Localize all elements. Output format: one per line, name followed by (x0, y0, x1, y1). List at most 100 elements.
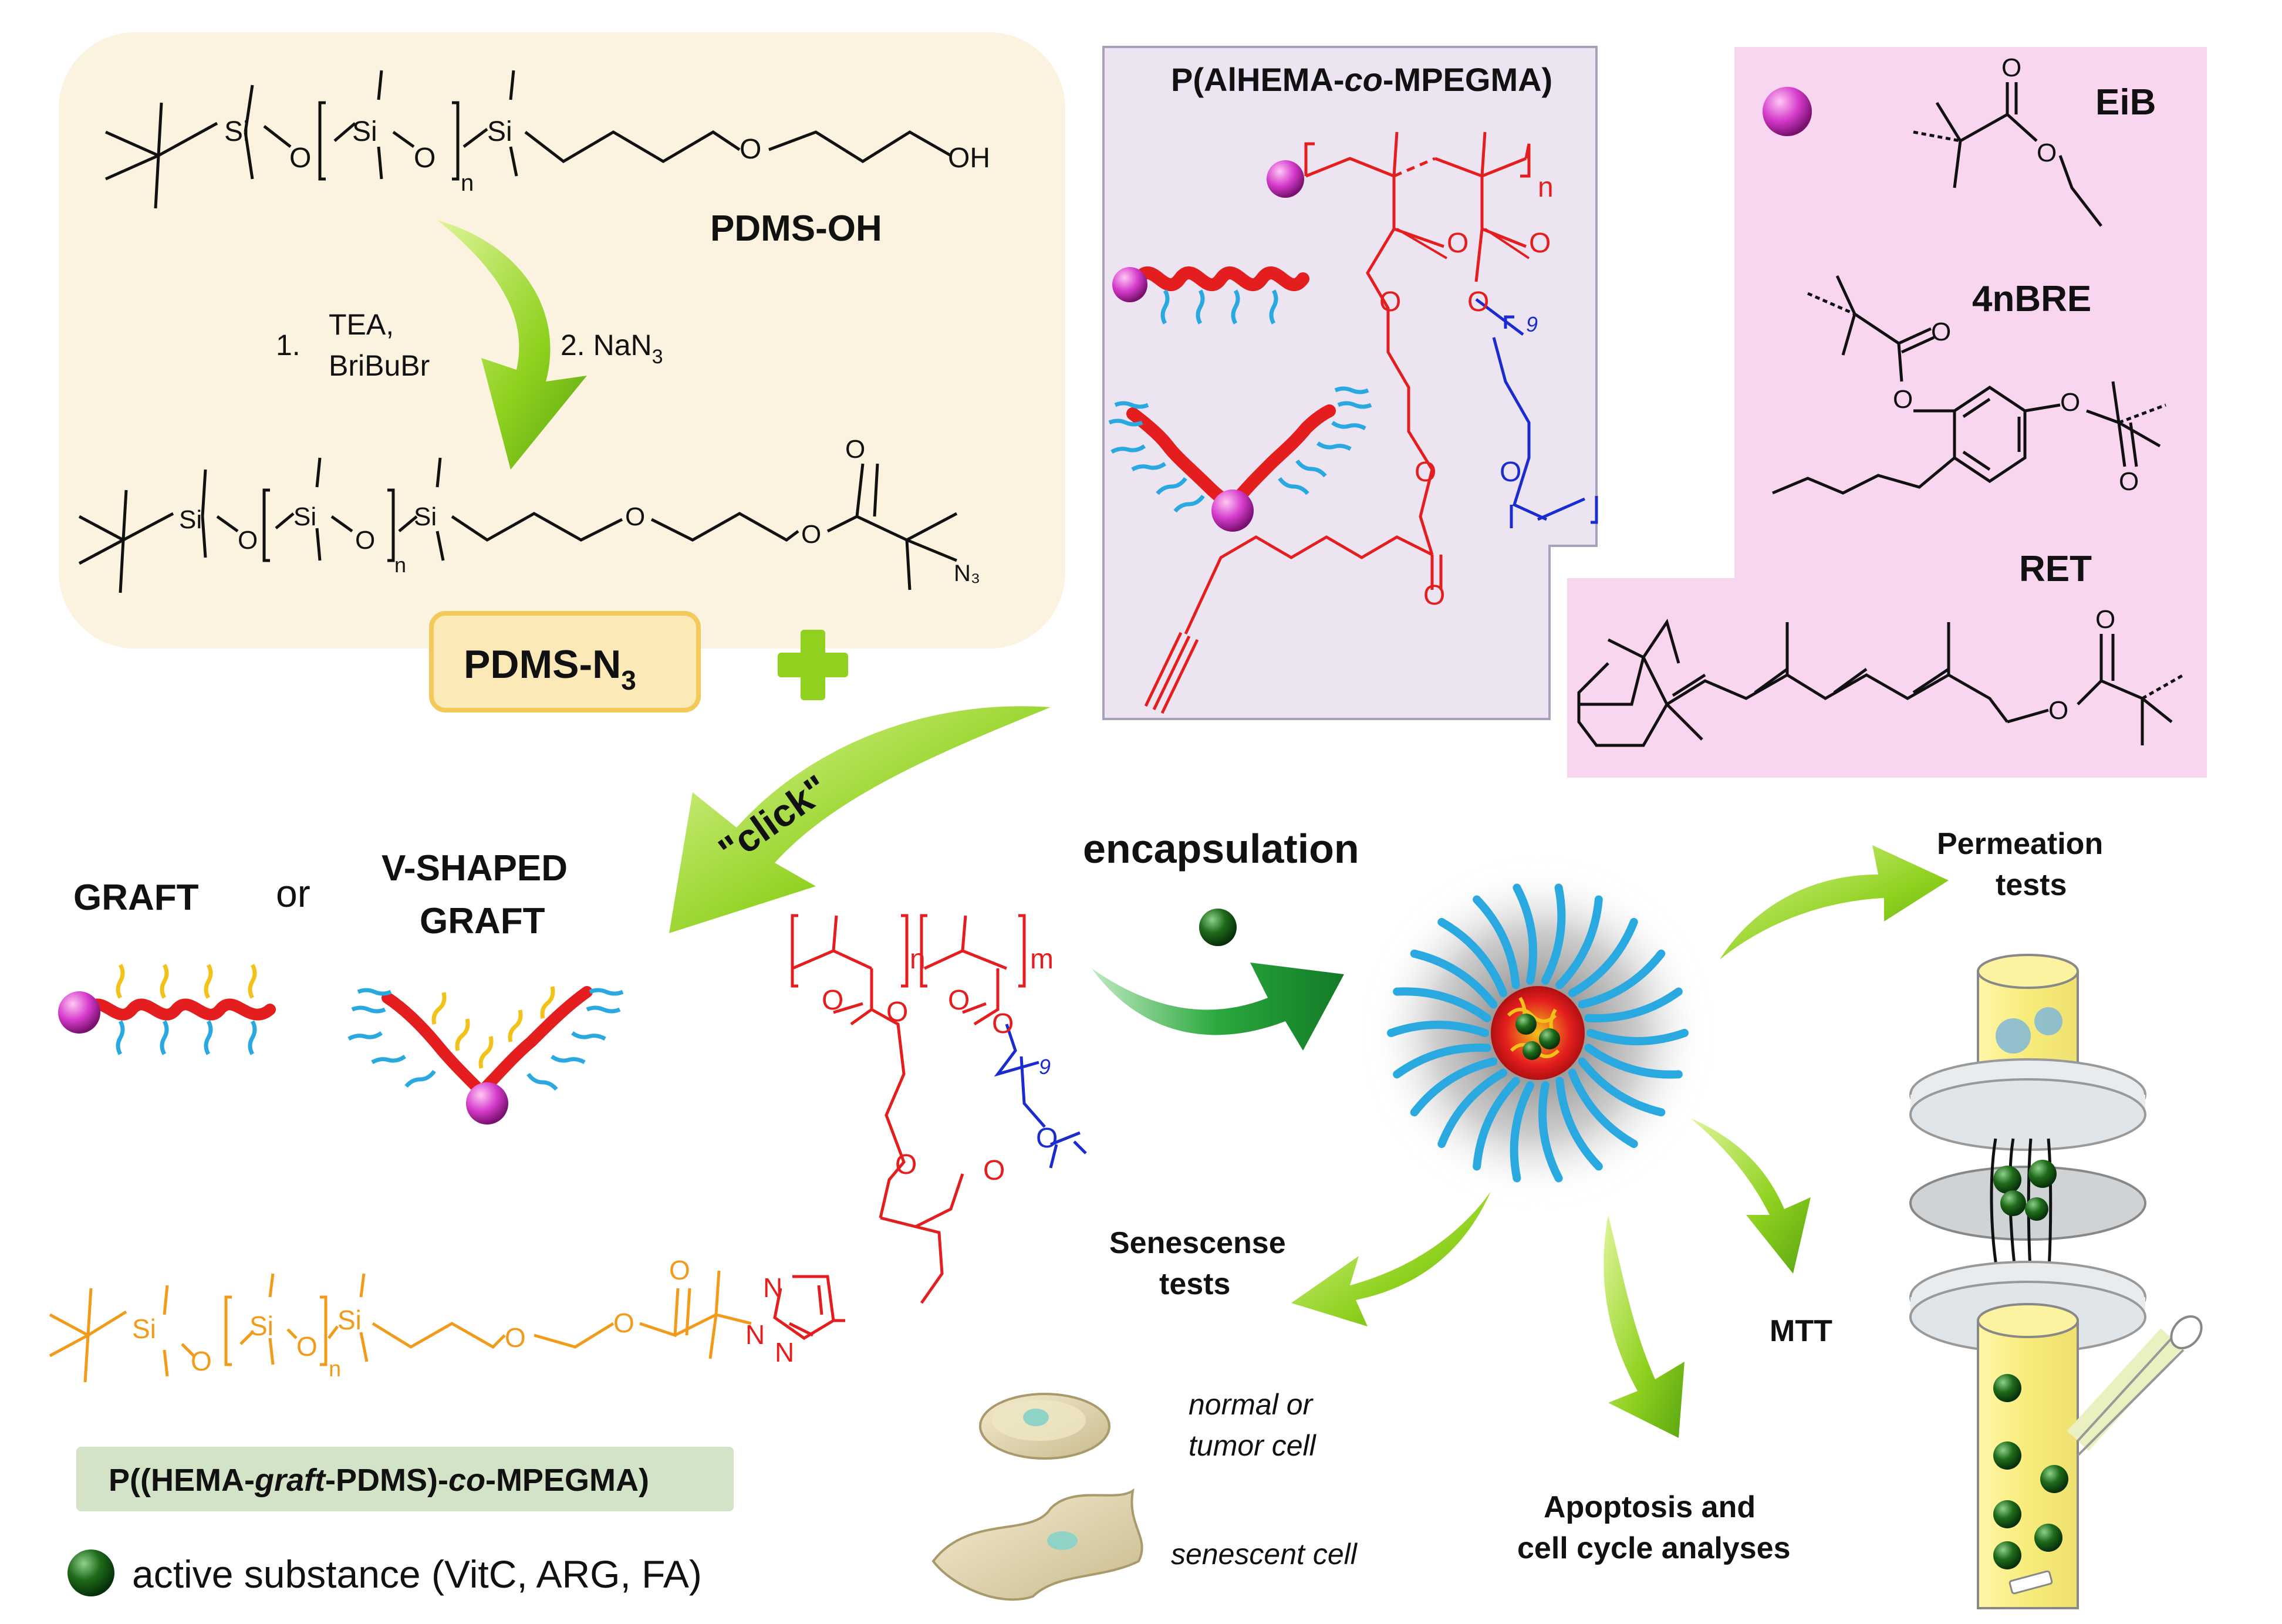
graft-si-3: Si (337, 1305, 362, 1335)
graft-o-5: O (669, 1255, 690, 1285)
step1-reagent-1: TEA, (329, 308, 394, 341)
fourbre-o-2: O (1893, 385, 1913, 414)
n-subscript-1: n (461, 170, 474, 196)
micelle-arm (1393, 1044, 1491, 1079)
step1-reagent-2: BriBuBr (329, 349, 430, 382)
micelle-arm (1513, 883, 1537, 985)
senescent-cell-label: senescent cell (1171, 1538, 1358, 1571)
micelle-arm (1437, 918, 1508, 997)
senescence-label-1: Senescense (1109, 1226, 1286, 1260)
pdms-panel (59, 32, 1065, 649)
o-label-8: O (845, 435, 865, 464)
si-label-4: Si (179, 505, 202, 534)
eib-sphere-icon (1763, 87, 1812, 136)
graft-polymer-cartoon (58, 964, 276, 1055)
polymer-title: P(AlHEMA-co-MPEGMA) (1171, 61, 1552, 98)
product-peg-structure (994, 1024, 1087, 1169)
product-name: P((HEMA-graft-PDMS)-co-MPEGMA) (109, 1463, 649, 1498)
polymer-backbone-structure (1144, 131, 1531, 714)
o-label-5: O (355, 526, 375, 555)
micelle-arm (1555, 1076, 1603, 1171)
reaction-arrow (437, 220, 587, 470)
product-o-4: O (983, 1155, 1005, 1186)
polymer-panel (1102, 46, 1598, 720)
polymer-o-label-4: O (1423, 580, 1445, 611)
or-label: or (276, 872, 310, 915)
o-label-7: O (801, 520, 821, 549)
eib-o-label-1: O (2001, 53, 2021, 82)
o-label-6: O (625, 502, 645, 531)
graft-si-1: Si (132, 1314, 156, 1344)
ret-structure (1577, 619, 2185, 747)
triazole-n-2: N (745, 1319, 765, 1350)
n3-label: N₃ (954, 561, 980, 586)
eib-o-label-2: O (2037, 139, 2057, 167)
fourbre-o-3: O (2060, 388, 2080, 417)
si-label-1: Si (224, 116, 249, 147)
active-substance-particle (1199, 909, 1237, 946)
polymer-o-label-5: O (1529, 228, 1551, 259)
graft-o-3: O (505, 1322, 526, 1353)
pdms-n3-name: PDMS-N3 (464, 642, 636, 695)
graft-o-4: O (613, 1308, 634, 1338)
v-shaped-label-1: V-SHAPED (382, 848, 568, 889)
mtt-arrow (1690, 1118, 1811, 1274)
fourbre-o-4: O (2119, 467, 2139, 496)
active-substance-legend-icon (67, 1549, 114, 1596)
polymer-o-label-6: O (1467, 286, 1489, 318)
encapsulation-label: encapsulation (1083, 826, 1359, 872)
micelle-arm (1568, 918, 1638, 997)
pdms-graft-structure (49, 1270, 752, 1383)
pdms-oh-structure (104, 70, 952, 209)
micelle-arm (1555, 895, 1603, 990)
o-label-1: O (289, 143, 311, 174)
micelle (1368, 863, 1708, 1203)
polymer-peg-structure (1475, 298, 1598, 528)
product-backbone-structure (791, 914, 1026, 1304)
micelle-arm (1410, 949, 1498, 1009)
polymer-nine-label: 9 (1526, 312, 1538, 336)
v-shaped-polymer-cartoon (1108, 386, 1372, 532)
v-shaped-graft-cartoon (347, 986, 624, 1125)
product-nine-label: 9 (1039, 1055, 1051, 1079)
micelle-arm (1393, 987, 1491, 1022)
o-label-2: O (414, 143, 436, 174)
micelle-arm (1541, 883, 1566, 985)
polymer-o-label-3: O (1415, 457, 1436, 488)
product-peg-o: O (1036, 1123, 1058, 1154)
pdms-n3-structure (78, 457, 958, 593)
active-substance-legend-label: active substance (VitC, ARG, FA) (132, 1552, 702, 1596)
plus-icon (778, 630, 848, 700)
micelle-arm (1473, 1076, 1520, 1171)
micelle-arm (1578, 1057, 1666, 1117)
graft-n-label: n (329, 1357, 341, 1382)
pdms-oh-name: PDMS-OH (710, 208, 882, 249)
fourbre-structure (1772, 275, 2166, 495)
click-arrow (669, 706, 1051, 933)
o-label-4: O (238, 526, 258, 555)
o-label-3: O (740, 134, 761, 165)
polymer-peg-o-label: O (1500, 457, 1521, 488)
product-o-6: O (992, 1008, 1014, 1039)
graft-o-1: O (191, 1346, 212, 1376)
polymer-n-label: n (1538, 172, 1554, 203)
micelle-arm (1584, 987, 1683, 1022)
product-name-box (76, 1447, 734, 1511)
micelle-arm (1473, 895, 1520, 990)
polymer-o-label-1: O (1447, 228, 1469, 259)
graft-o-2: O (296, 1331, 318, 1362)
permeation-label-2: tests (1996, 868, 2067, 902)
product-n-label: n (910, 944, 926, 975)
v-shaped-label-2: GRAFT (420, 901, 545, 941)
step1-number: 1. (276, 329, 301, 362)
si-label-3: Si (487, 116, 512, 147)
mtt-label: MTT (1770, 1314, 1832, 1348)
pdms-n3-box (429, 611, 701, 713)
micelle-arm (1584, 1044, 1683, 1079)
micelle-arm (1510, 1081, 1535, 1183)
fourbre-label: 4nBRE (1972, 279, 2091, 319)
permeation-arrow (1720, 845, 1949, 960)
fourbre-o-1: O (1931, 318, 1951, 346)
normal-cell-image (979, 1393, 1110, 1460)
